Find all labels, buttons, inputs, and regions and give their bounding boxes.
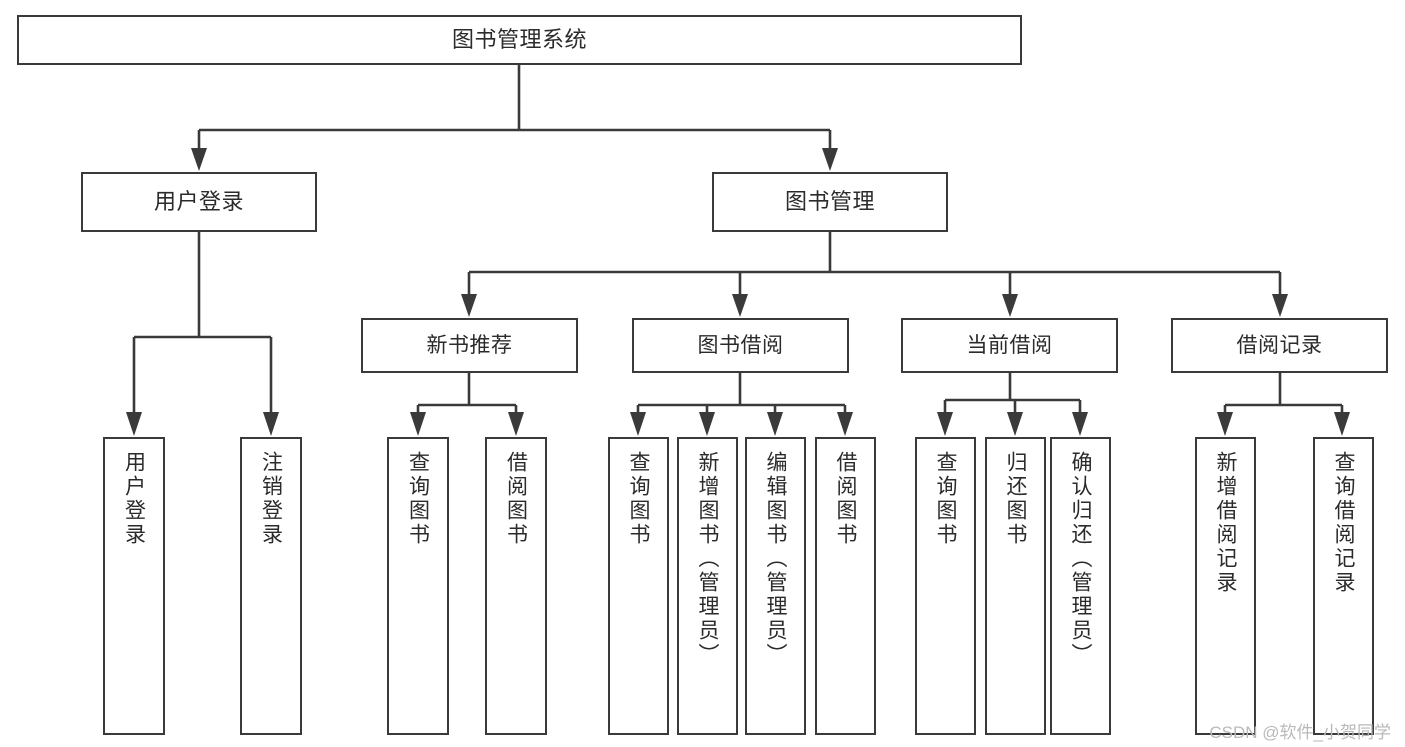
leaf-borrow-add-book-admin-label: 新增图书（管理员） (696, 451, 719, 667)
leaf-recommend-query-book[interactable]: 查询图书 (387, 437, 449, 735)
leaf-records-add-record[interactable]: 新增借阅记录 (1195, 437, 1256, 735)
leaf-user-login[interactable]: 用户登录 (103, 437, 165, 735)
arrowhead-book-borrow (732, 294, 748, 317)
arrowhead-leaf-user-login (126, 412, 142, 436)
leaf-borrow-edit-book-admin-label: 编辑图书（管理员） (764, 451, 787, 667)
arrowhead-leaf-logout (263, 412, 279, 436)
arrowhead-records-leaf-1 (1217, 412, 1233, 436)
arrowhead-borrow-leaf-3 (767, 412, 783, 436)
arrowhead-current-leaf-3 (1072, 412, 1088, 436)
leaf-borrow-query-book[interactable]: 查询图书 (608, 437, 669, 735)
leaf-borrow-add-book-admin[interactable]: 新增图书（管理员） (677, 437, 738, 735)
leaf-current-confirm-return-admin-label: 确认归还（管理员） (1069, 451, 1092, 667)
leaf-records-query-record[interactable]: 查询借阅记录 (1313, 437, 1374, 735)
leaf-current-return-book[interactable]: 归还图书 (985, 437, 1046, 735)
leaf-recommend-borrow-book[interactable]: 借阅图书 (485, 437, 547, 735)
leaf-recommend-borrow-book-label: 借阅图书 (504, 451, 528, 547)
leaf-recommend-query-book-label: 查询图书 (406, 451, 430, 547)
leaf-logout[interactable]: 注销登录 (240, 437, 302, 735)
leaf-borrow-query-book-label: 查询图书 (627, 451, 650, 547)
leaf-logout-label: 注销登录 (259, 451, 283, 547)
leaf-current-return-book-label: 归还图书 (1004, 451, 1027, 547)
leaf-borrow-edit-book-admin[interactable]: 编辑图书（管理员） (745, 437, 806, 735)
arrowhead-borrow-records (1272, 294, 1288, 317)
node-book-borrow[interactable]: 图书借阅 (632, 318, 849, 373)
arrowhead-recommend-leaf-2 (508, 412, 524, 436)
node-root-label: 图书管理系统 (451, 26, 587, 52)
leaf-user-login-label: 用户登录 (122, 451, 146, 547)
node-root-book-management-system[interactable]: 图书管理系统 (17, 15, 1022, 65)
arrowhead-borrow-leaf-2 (699, 412, 715, 436)
leaf-current-query-book-label: 查询图书 (934, 451, 957, 547)
node-user-login[interactable]: 用户登录 (81, 172, 317, 232)
node-book-management[interactable]: 图书管理 (712, 172, 948, 232)
arrowhead-recommend-leaf-1 (410, 412, 426, 436)
leaf-borrow-borrow-book[interactable]: 借阅图书 (815, 437, 876, 735)
arrowhead-records-leaf-2 (1334, 412, 1350, 436)
node-book-borrow-label: 图书借阅 (697, 333, 784, 357)
node-user-login-label: 用户登录 (153, 188, 244, 214)
leaf-current-confirm-return-admin[interactable]: 确认归还（管理员） (1050, 437, 1111, 735)
arrowhead-current-leaf-2 (1007, 412, 1023, 436)
node-new-book-recommend[interactable]: 新书推荐 (361, 318, 578, 373)
node-borrow-records-label: 借阅记录 (1236, 333, 1323, 357)
arrowhead-borrow-leaf-4 (837, 412, 853, 436)
leaf-borrow-borrow-book-label: 借阅图书 (834, 451, 857, 547)
leaf-current-query-book[interactable]: 查询图书 (915, 437, 976, 735)
node-borrow-records[interactable]: 借阅记录 (1171, 318, 1388, 373)
arrowhead-new-book-recommend (461, 294, 477, 317)
node-current-borrow[interactable]: 当前借阅 (901, 318, 1118, 373)
node-current-borrow-label: 当前借阅 (966, 333, 1053, 357)
node-new-book-recommend-label: 新书推荐 (426, 333, 513, 357)
csdn-watermark: CSDN @软件_小贺同学 (1209, 723, 1391, 742)
leaf-records-add-record-label: 新增借阅记录 (1214, 451, 1237, 595)
leaf-records-query-record-label: 查询借阅记录 (1332, 451, 1355, 595)
node-book-management-label: 图书管理 (784, 188, 875, 214)
arrowhead-user-login (191, 148, 207, 171)
arrowhead-book-mgmt (822, 148, 838, 171)
arrowhead-current-borrow (1002, 294, 1018, 317)
arrowhead-current-leaf-1 (937, 412, 953, 436)
arrowhead-borrow-leaf-1 (630, 412, 646, 436)
